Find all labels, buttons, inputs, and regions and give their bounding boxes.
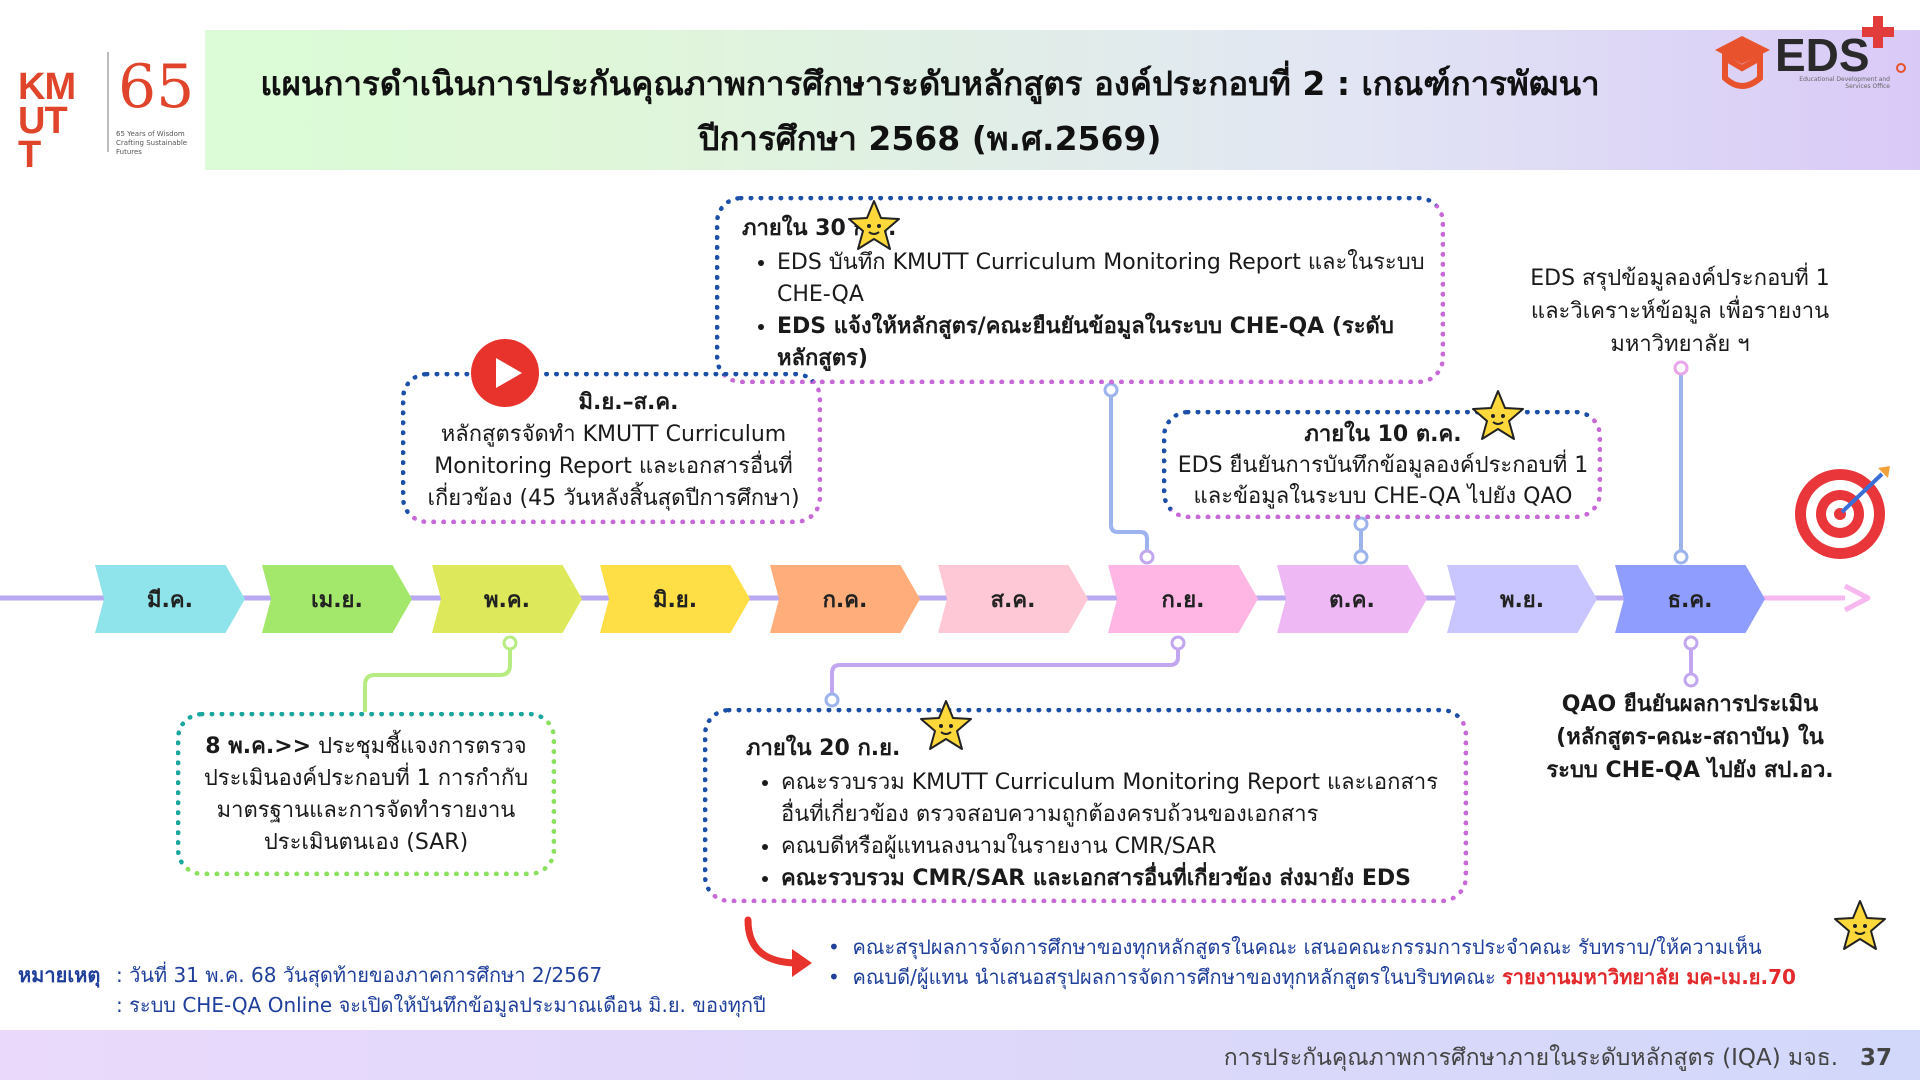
note-highlight: รายงานมหาวิทยาลัย มค-เม.ย.70 — [1502, 965, 1796, 989]
box-body: ประชุมชี้แจงการตรวจประเมินองค์ประกอบที่ … — [203, 734, 529, 855]
box-within-10-oct: ภายใน 10 ต.ค. EDS ยืนยันการบันทึกข้อมูลอ… — [1162, 410, 1602, 519]
remark-line-2: : ระบบ CHE-QA Online จะเปิดให้บันทึกข้อม… — [116, 993, 766, 1017]
box-jun-aug: มิ.ย.–ส.ค. หลักสูตรจัดทำ KMUTT Curriculu… — [401, 372, 822, 524]
star-icon — [848, 200, 900, 250]
month-chevron-mar: มี.ค. — [95, 565, 245, 633]
star-icon — [1472, 390, 1524, 440]
eds-logo-subtitle: Educational Development and Services Off… — [1799, 76, 1890, 90]
box-heading: 8 พ.ค.>> — [205, 734, 312, 759]
header-band — [0, 30, 1920, 170]
month-label: พ.ย. — [1499, 587, 1545, 613]
box-heading: ภายใน 10 ต.ค. — [1304, 422, 1462, 447]
box-heading: มิ.ย.–ส.ค. — [578, 390, 679, 415]
connector-may8 — [363, 643, 512, 712]
sixty-five-tagline: 65 Years of Wisdom Crafting Sustainable … — [116, 130, 188, 156]
month-label: พ.ค. — [484, 587, 530, 613]
month-label: ธ.ค. — [1667, 587, 1713, 613]
list-item: คณะรวบรวม CMR/SAR และเอกสารอื่นที่เกี่ยว… — [781, 863, 1461, 895]
remark: หมายเหตุ : วันที่ 31 พ.ค. 68 วันสุดท้ายข… — [18, 960, 858, 1020]
eds-summary-text: EDS สรุปข้อมูลองค์ประกอบที่ 1 และวิเคราะ… — [1530, 266, 1830, 357]
box-8-may: 8 พ.ค.>> ประชุมชี้แจงการตรวจประเมินองค์ป… — [176, 712, 556, 876]
logo-divider — [107, 52, 109, 152]
title-line-2: ปีการศึกษา 2568 (พ.ศ.2569) — [698, 119, 1162, 158]
kmutt-logo: KMUTT — [18, 66, 76, 176]
small-ring-icon — [1896, 63, 1906, 73]
box-body: EDS ยืนยันการบันทึกข้อมูลองค์ประกอบที่ 1… — [1177, 453, 1589, 509]
box-body: หลักสูตรจัดทำ KMUTT Curriculum Monitorin… — [427, 422, 800, 511]
final-notes: • คณะสรุปผลการจัดการศึกษาของทุกหลักสูตรใ… — [828, 932, 1838, 992]
list-item: EDS แจ้งให้หลักสูตร/คณะยืนยันข้อมูลในระบ… — [777, 311, 1432, 375]
month-chevron-oct: ต.ค. — [1277, 565, 1427, 633]
note-item-2: • คณบดี/ผู้แทน นำเสนอสรุปผลการจัดการศึกษ… — [828, 962, 1838, 992]
page-title: แผนการดำเนินการประกันคุณภาพการศึกษาระดับ… — [210, 56, 1650, 166]
month-label: ก.ค. — [822, 587, 868, 613]
connector-sep20 — [830, 643, 1180, 700]
list-item: EDS บันทึก KMUTT Curriculum Monitoring R… — [777, 247, 1432, 311]
box-within-30-sep: ภายใน 30 ก.ย. EDS บันทึก KMUTT Curriculu… — [715, 196, 1445, 384]
box-within-20-sep: ภายใน 20 ก.ย. คณะรวบรวม KMUTT Curriculum… — [703, 708, 1468, 903]
footer-text: การประกันคุณภาพการศึกษาภายในระดับหลักสูต… — [1224, 1040, 1892, 1076]
note-item-1: • คณะสรุปผลการจัดการศึกษาของทุกหลักสูตรใ… — [828, 932, 1838, 962]
page-number: 37 — [1859, 1045, 1892, 1071]
footer-band — [0, 1030, 1920, 1080]
title-line-1: แผนการดำเนินการประกันคุณภาพการศึกษาระดับ… — [260, 64, 1600, 103]
box-heading: ภายใน 20 ก.ย. — [746, 736, 901, 761]
month-chevron-may: พ.ค. — [432, 565, 582, 633]
month-chevron-nov: พ.ย. — [1447, 565, 1597, 633]
note-text: คณบดี/ผู้แทน นำเสนอสรุปผลการจัดการศึกษาข… — [852, 965, 1496, 989]
month-chevron-jun: มิ.ย. — [600, 565, 750, 633]
month-chevron-aug: ส.ค. — [938, 565, 1088, 633]
month-label: ต.ค. — [1329, 587, 1375, 613]
sixty-five-logo: 65 — [118, 52, 195, 122]
star-icon — [1834, 900, 1886, 950]
eds-logo-text: EDS — [1775, 29, 1870, 81]
note-text: คณะสรุปผลการจัดการศึกษาของทุกหลักสูตรในค… — [852, 935, 1762, 959]
month-label: ส.ค. — [990, 587, 1036, 613]
remark-line-1: : วันที่ 31 พ.ค. 68 วันสุดท้ายของภาคการศ… — [116, 963, 603, 987]
eds-graduation-cap-icon — [1715, 36, 1770, 89]
qao-text: QAO ยืนยันผลการประเมิน (หลักสูตร-คณะ-สถา… — [1546, 692, 1834, 783]
medical-plus-icon — [1862, 16, 1894, 48]
month-label: มี.ค. — [147, 587, 193, 613]
connector-sep30 — [1109, 390, 1149, 556]
star-icon — [920, 700, 972, 750]
bullet-dot: • — [828, 935, 853, 959]
logo-panel — [0, 30, 205, 170]
list-item: คณะรวบรวม KMUTT Curriculum Monitoring Re… — [781, 767, 1461, 831]
month-chevron-jul: ก.ค. — [770, 565, 920, 633]
footer-caption: การประกันคุณภาพการศึกษาภายในระดับหลักสูต… — [1223, 1045, 1839, 1071]
month-chevron-dec: ธ.ค. — [1615, 565, 1765, 633]
remark-label: หมายเหตุ — [18, 963, 101, 987]
play-button-icon — [471, 339, 539, 407]
month-label: เม.ย. — [311, 587, 363, 613]
month-label: ก.ย. — [1161, 587, 1205, 613]
month-chevron-apr: เม.ย. — [262, 565, 412, 633]
bullet-dot: • — [828, 965, 853, 989]
list-item: คณบดีหรือผู้แทนลงนามในรายงาน CMR/SAR — [781, 831, 1461, 863]
curved-arrow-icon — [744, 916, 812, 977]
target-icon — [1795, 466, 1890, 559]
month-label: มิ.ย. — [652, 587, 698, 613]
month-chevron-sep: ก.ย. — [1108, 565, 1258, 633]
timeline-arrowhead — [1843, 583, 1871, 613]
